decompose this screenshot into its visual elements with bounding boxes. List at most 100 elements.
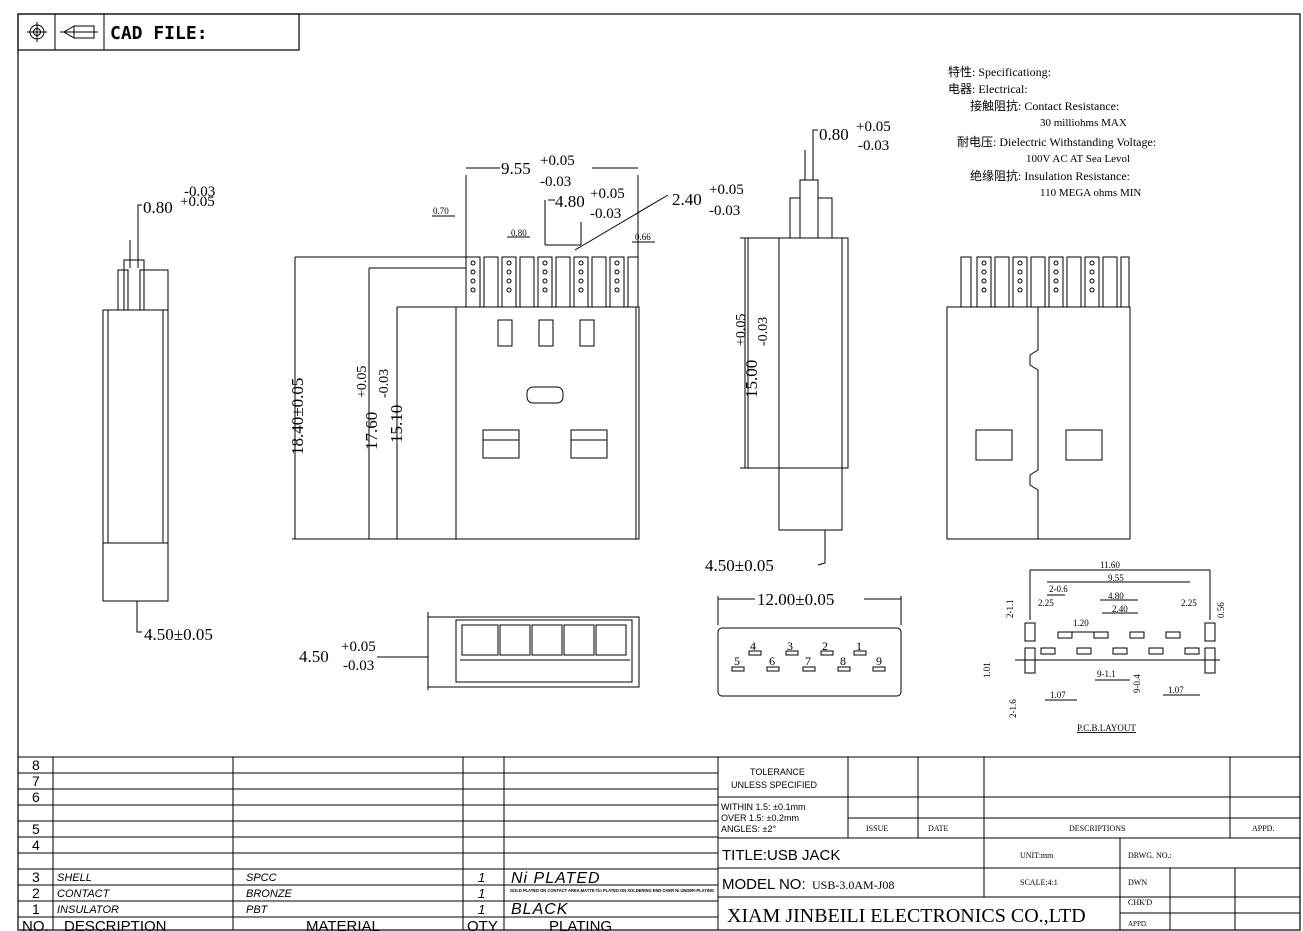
bom-plating: BLACK bbox=[511, 901, 569, 918]
bom-qty: 1 bbox=[478, 902, 485, 917]
dim-label: 9.55 bbox=[501, 159, 531, 178]
appd-header: APPD. bbox=[1252, 824, 1274, 833]
dim-label: 2.40 bbox=[672, 190, 702, 209]
bom-no: 1 bbox=[32, 901, 40, 917]
bom-row: 7 bbox=[32, 773, 40, 789]
dim-tol-minus: -0.03 bbox=[184, 184, 215, 200]
dim-label: 9-0.4 bbox=[1132, 674, 1142, 693]
dim-label: 0.70 bbox=[433, 206, 449, 216]
dim-label: 15.10 bbox=[387, 405, 406, 443]
pin-number: 7 bbox=[805, 654, 811, 668]
front-view bbox=[455, 256, 640, 540]
side-view-right-dims: 0.80 +0.05 -0.03 15.00 +0.05 -0.03 4.50±… bbox=[705, 119, 891, 575]
bom-qty: 1 bbox=[478, 886, 485, 901]
model-label: MODEL NO: bbox=[722, 876, 806, 893]
dim-label: 1.07 bbox=[1168, 685, 1184, 695]
dim-tol-plus: +0.05 bbox=[734, 314, 749, 346]
front-view-dims bbox=[292, 167, 669, 540]
bom-header-material: MATERIAL bbox=[306, 918, 380, 931]
bom-row: 4 bbox=[32, 837, 40, 853]
tolerance-over: OVER 1.5: ±0.2mm bbox=[721, 813, 799, 823]
bom-row: 2 CONTACT BRONZE 1 GOLD PLATED ON CONTAC… bbox=[32, 885, 714, 901]
bom-desc: CONTACT bbox=[57, 888, 111, 900]
pcb-layout bbox=[1015, 569, 1220, 701]
dim-tol-minus: -0.03 bbox=[540, 174, 571, 190]
spec-line: 100V AC AT Sea Levol bbox=[1026, 153, 1130, 165]
dim-label: 0.56 bbox=[1216, 602, 1226, 618]
scale-label: SCALE:4:1 bbox=[1020, 878, 1058, 887]
dim-label: 1.20 bbox=[1073, 618, 1089, 628]
cad-file-label: CAD FILE: bbox=[110, 23, 208, 44]
bom-row: 5 bbox=[32, 821, 40, 837]
bom-row: 1 INSULATOR PBT 1 BLACK bbox=[32, 901, 569, 918]
side-view-right bbox=[740, 129, 849, 566]
title-block bbox=[718, 756, 1300, 930]
dim-label: 1.01 bbox=[982, 662, 992, 678]
bom-row: 6 bbox=[32, 789, 40, 805]
dim-label: 18.40±0.05 bbox=[288, 378, 307, 455]
dim-tol-plus: +0.05 bbox=[856, 119, 891, 135]
bom-row: 3 SHELL SPCC 1 Ni PLATED bbox=[32, 869, 600, 887]
dim-tol-plus: +0.05 bbox=[355, 366, 370, 398]
plug-face-dims: 4.50 +0.05 -0.03 bbox=[299, 639, 376, 674]
dim-label: 0.80 bbox=[819, 125, 849, 144]
spec-line: 特性: Specificationg: bbox=[948, 64, 1051, 79]
spec-line: 绝缘阻抗: Insulation Resistance: bbox=[970, 168, 1130, 183]
dim-tol-plus: +0.05 bbox=[709, 182, 744, 198]
bom-no: 6 bbox=[32, 789, 40, 805]
bom-no: 4 bbox=[32, 837, 40, 853]
spec-line: 接触阻抗: Contact Resistance: bbox=[970, 98, 1119, 113]
dim-label: 12.00±0.05 bbox=[757, 590, 834, 609]
dim-label: 4.50±0.05 bbox=[705, 556, 774, 575]
drawing-number-label: DRWG. NO.: bbox=[1128, 851, 1172, 860]
side-view-left bbox=[102, 204, 169, 633]
dim-tol-minus: -0.03 bbox=[377, 369, 392, 398]
bom-material: SPCC bbox=[246, 872, 277, 884]
dim-label: 17.60 bbox=[362, 412, 381, 450]
pin-number: 4 bbox=[750, 639, 756, 653]
tolerance-angles: ANGLES: ±2° bbox=[721, 824, 776, 834]
issue-header: ISSUE bbox=[866, 824, 888, 833]
bom-no: 7 bbox=[32, 773, 40, 789]
dim-tol-plus: +0.05 bbox=[590, 186, 625, 202]
dim-label: 0.80 bbox=[511, 228, 527, 238]
dim-label: 2-1.6 bbox=[1008, 699, 1018, 718]
spec-line: 110 MEGA ohms MIN bbox=[1040, 187, 1141, 199]
bom-row: 8 bbox=[32, 757, 40, 773]
tolerance-label: UNLESS SPECIFIED bbox=[731, 780, 818, 790]
appd-label: APPD. bbox=[1128, 920, 1148, 928]
spec-line: 30 milliohms MAX bbox=[1040, 117, 1127, 129]
bom-header-desc: DESCRIPTION bbox=[64, 918, 167, 931]
dim-label: 15.00 bbox=[742, 360, 761, 398]
bom-qty: 1 bbox=[478, 870, 485, 885]
bom-header-qty: QTY bbox=[467, 918, 498, 931]
dwn-label: DWN bbox=[1128, 878, 1147, 887]
pin-number: 5 bbox=[734, 654, 740, 668]
dim-tol-minus: -0.03 bbox=[756, 317, 771, 346]
pcb-layout-labels: 11.60 9.55 2-0.6 4.80 2.40 2.25 2.25 1.2… bbox=[982, 560, 1226, 733]
bom-table bbox=[18, 756, 719, 930]
pin-number: 3 bbox=[787, 639, 793, 653]
header-box: CAD FILE: bbox=[17, 13, 300, 51]
bom-header-no: NO. bbox=[22, 918, 49, 931]
chkd-label: CHK'D bbox=[1128, 898, 1152, 907]
dim-label: 4.80 bbox=[555, 192, 585, 211]
dim-label: 0.66 bbox=[635, 232, 651, 242]
dim-tol-minus: -0.03 bbox=[709, 203, 740, 219]
bom-material: BRONZE bbox=[246, 888, 293, 900]
date-header: DATE bbox=[928, 824, 949, 833]
sheet-border bbox=[17, 13, 1301, 931]
unit-label: UNIT:mm bbox=[1020, 851, 1054, 860]
title-block-text: TOLERANCE UNLESS SPECIFIED WITHIN 1.5: ±… bbox=[721, 767, 1274, 928]
dim-label: 9-1.1 bbox=[1097, 669, 1116, 679]
bom-no: 2 bbox=[32, 885, 40, 901]
pcb-layout-title: P.C.B.LAYOUT bbox=[1077, 723, 1136, 733]
bom-rows: 8 7 6 5 4 3 SHELL SPCC 1 Ni PLATED 2 CON… bbox=[22, 757, 714, 931]
bom-desc: INSULATOR bbox=[57, 904, 119, 916]
bom-no: 5 bbox=[32, 821, 40, 837]
company-name: XIAM JINBEILI ELECTRONICS CO.,LTD bbox=[727, 905, 1086, 927]
front-view-dim-labels: 18.40±0.05 17.60 +0.05 -0.03 15.10 9.55 … bbox=[288, 153, 744, 455]
dim-label: 2.25 bbox=[1181, 598, 1197, 608]
back-view bbox=[946, 256, 1131, 540]
